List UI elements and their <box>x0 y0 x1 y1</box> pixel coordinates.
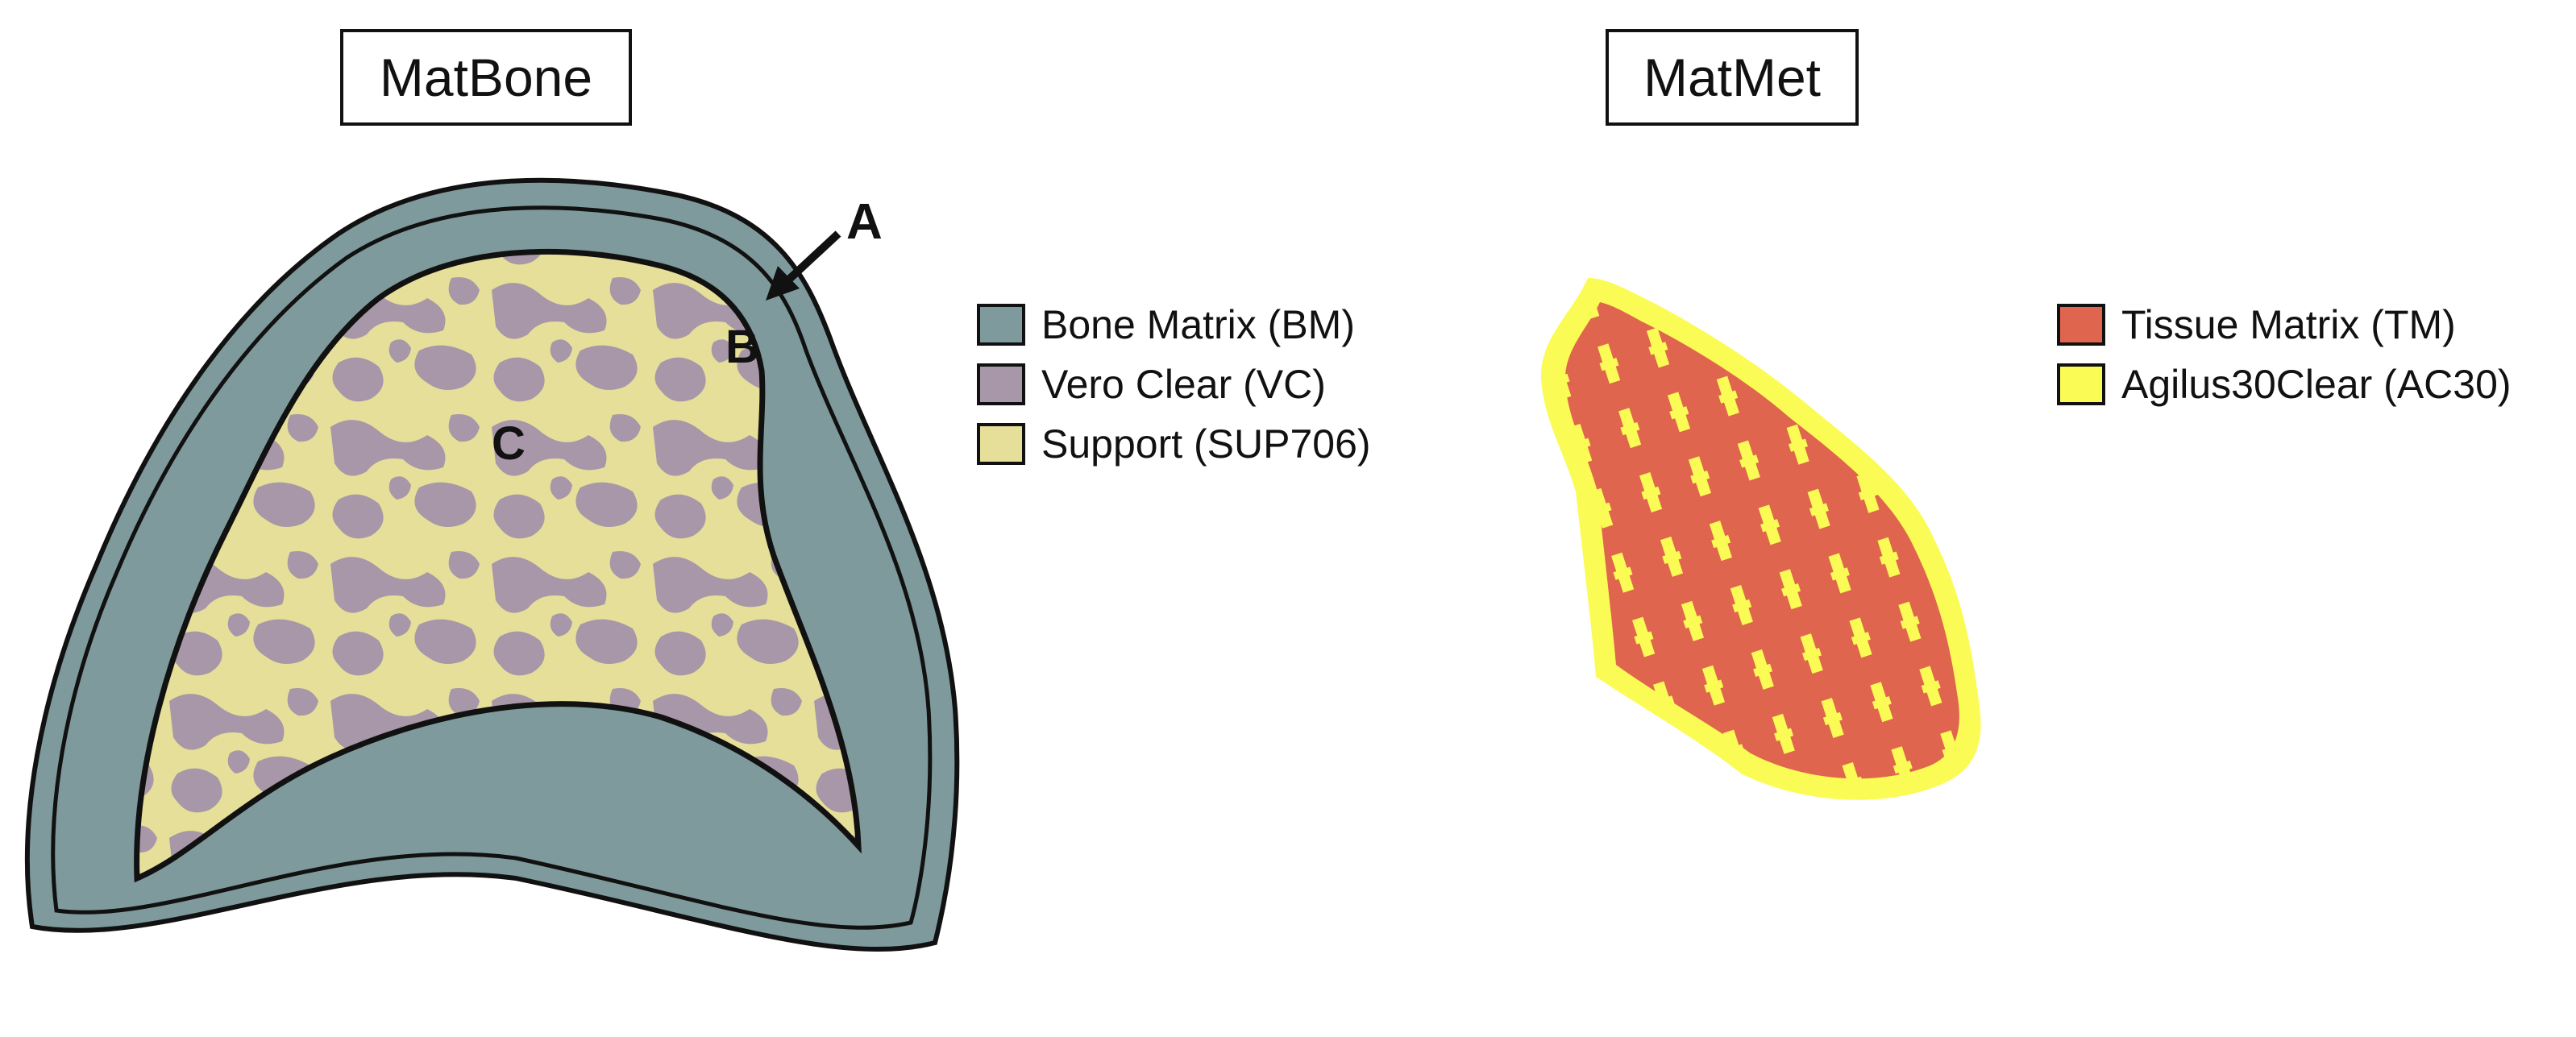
legend-item-tissue-matrix: Tissue Matrix (TM) <box>2057 295 2512 355</box>
support-swatch <box>977 423 1025 465</box>
legend-label-support: Support (SUP706) <box>1041 421 1371 467</box>
trabecular-core <box>134 248 862 883</box>
legend-item-bone-matrix: Bone Matrix (BM) <box>977 295 1371 355</box>
matmet-title: MatMet <box>1643 48 1822 107</box>
matbone-title-box: MatBone <box>340 29 632 126</box>
matmet-title-box: MatMet <box>1606 29 1859 126</box>
legend-label-vero-clear: Vero Clear (VC) <box>1041 362 1326 407</box>
matmet-legend: Tissue Matrix (TM) Agilus30Clear (AC30) <box>2057 295 2512 414</box>
legend-label-agilus30clear: Agilus30Clear (AC30) <box>2121 362 2512 407</box>
callout-c: C <box>492 417 526 470</box>
legend-label-tissue-matrix: Tissue Matrix (TM) <box>2121 302 2456 347</box>
matmet-tissue-matrix <box>1564 302 1959 779</box>
callout-b: B <box>725 321 759 373</box>
legend-label-bone-matrix: Bone Matrix (BM) <box>1041 302 1355 347</box>
callout-a: A <box>846 194 883 250</box>
vero-clear-swatch <box>977 363 1025 405</box>
agilus30clear-swatch <box>2057 363 2105 405</box>
callout-a-arrow <box>766 230 841 301</box>
matbone-legend: Bone Matrix (BM) Vero Clear (VC) Support… <box>977 295 1371 474</box>
matbone-title: MatBone <box>379 48 593 107</box>
tissue-matrix-swatch <box>2057 304 2105 346</box>
bone-matrix-inner-line <box>51 205 933 930</box>
legend-item-vero-clear: Vero Clear (VC) <box>977 355 1371 414</box>
legend-item-support: Support (SUP706) <box>977 414 1371 474</box>
bone-matrix-swatch <box>977 304 1025 346</box>
legend-item-agilus30clear: Agilus30Clear (AC30) <box>2057 355 2512 414</box>
